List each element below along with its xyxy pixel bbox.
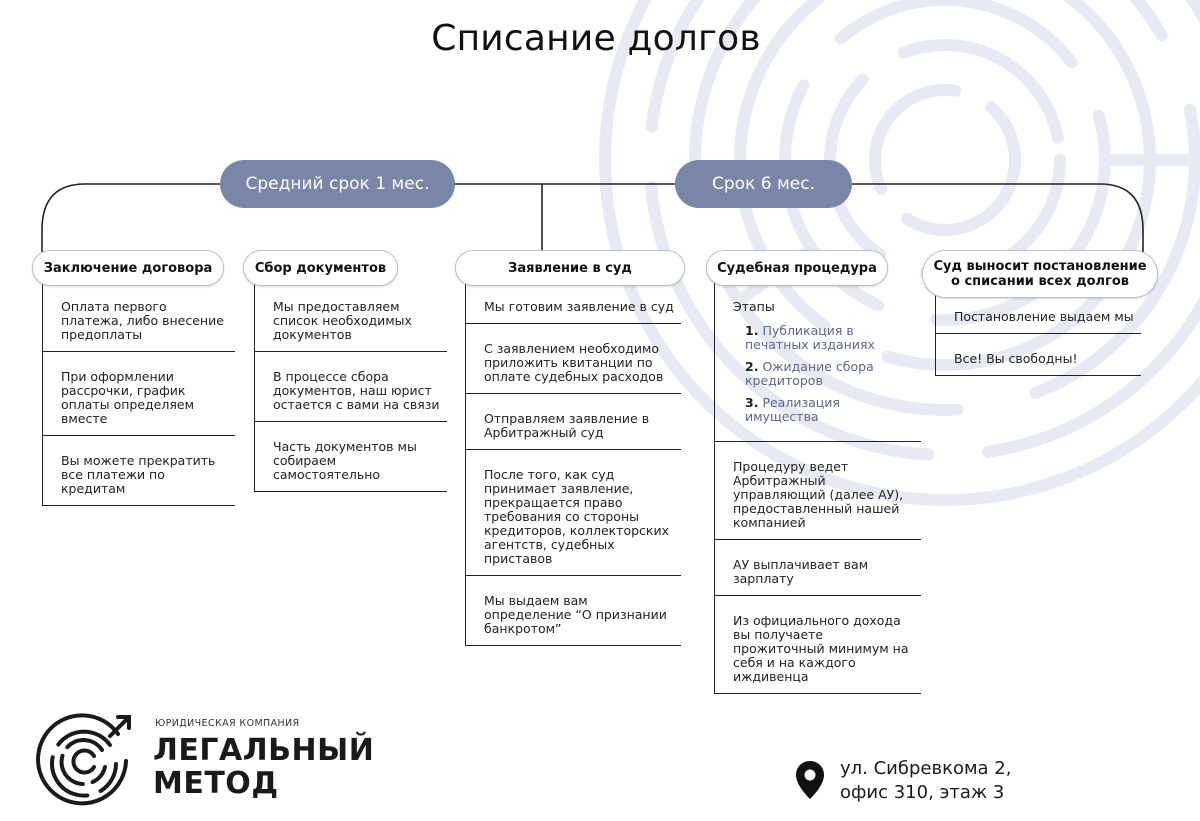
duration-pill-left: Средний срок 1 мес. <box>220 160 455 208</box>
stage-header-court-decision: Суд выносит постановление о списании все… <box>922 250 1158 298</box>
stage-text: Публикация в печатных изданиях <box>745 323 875 352</box>
stage-header-label: Суд выносит постановление о списании все… <box>933 259 1147 289</box>
stage-item: 1. Публикация в печатных изданиях <box>745 324 915 352</box>
stage-text: Реализация имущества <box>745 395 840 424</box>
list-item: Процедуру ведет Арбитражный управляющий … <box>715 442 921 540</box>
stage-header-label: Судебная процедура <box>717 260 877 276</box>
company-name-line2: МЕТОД <box>153 766 279 801</box>
list-item: Постановление выдаем мы <box>936 292 1141 334</box>
address-line1: ул. Сибревкома 2, <box>840 758 1012 779</box>
stage-header-court-application: Заявление в суд <box>455 250 685 286</box>
stage-header-label: Заключение договора <box>43 260 213 276</box>
column-court-decision: Постановление выдаем мы Все! Вы свободны… <box>935 292 1141 376</box>
stages-title: Этапы <box>733 299 775 314</box>
list-item: Мы готовим заявление в суд <box>466 282 681 324</box>
list-item: При оформлении рассрочки, график оплаты … <box>43 352 235 436</box>
list-item: Мы предоставляем список необходимых доку… <box>255 282 447 352</box>
duration-pill-right: Срок 6 мес. <box>675 160 852 208</box>
company-caption: ЮРИДИЧЕСКАЯ КОМПАНИЯ <box>155 718 300 729</box>
list-item: Отправляем заявление в Арбитражный суд <box>466 394 681 450</box>
stage-number: 2. <box>745 359 759 374</box>
stage-header-court-procedure: Судебная процедура <box>706 250 888 286</box>
stage-header-contract: Заключение договора <box>32 250 224 286</box>
stage-header-label: Заявление в суд <box>508 260 632 276</box>
location-pin-icon <box>796 761 824 799</box>
list-item: Часть документов мы собираем самостоятел… <box>255 422 447 492</box>
duration-pill-left-label: Средний срок 1 мес. <box>245 174 430 194</box>
stage-item: 3. Реализация имущества <box>745 396 915 424</box>
list-item: С заявлением необходимо приложить квитан… <box>466 324 681 394</box>
stage-item: 2. Ожидание сбора кредиторов <box>745 360 915 388</box>
stage-number: 3. <box>745 395 759 410</box>
list-item: Вы можете прекратить все платежи по кред… <box>43 436 235 506</box>
list-item: В процессе сбора документов, наш юрист о… <box>255 352 447 422</box>
stage-text: Ожидание сбора кредиторов <box>745 359 874 388</box>
column-court-procedure: Этапы 1. Публикация в печатных изданиях … <box>714 282 921 694</box>
list-item: Все! Вы свободны! <box>936 334 1141 376</box>
stages-block: Этапы 1. Публикация в печатных изданиях … <box>715 282 921 442</box>
company-name: ЛЕГАЛЬНЫЙ МЕТОД <box>153 734 374 800</box>
duration-pill-right-label: Срок 6 мес. <box>712 174 815 194</box>
company-name-line1: ЛЕГАЛЬНЫЙ <box>153 733 375 768</box>
address: ул. Сибревкома 2, офис 310, этаж 3 <box>840 757 1011 805</box>
list-item: Из официального дохода вы получаете прож… <box>715 596 921 694</box>
stage-number: 1. <box>745 323 759 338</box>
address-line2: офис 310, этаж 3 <box>840 782 1005 803</box>
list-item: Мы выдаем вам определение “О признании б… <box>466 576 681 646</box>
list-item: После того, как суд принимает заявление,… <box>466 450 681 576</box>
column-documents: Мы предоставляем список необходимых доку… <box>254 282 447 492</box>
stage-header-documents: Сбор документов <box>243 250 398 286</box>
column-contract: Оплата первого платежа, либо внесение пр… <box>42 282 235 506</box>
list-item: АУ выплачивает вам зарплату <box>715 540 921 596</box>
page-title: Списание долгов <box>431 18 761 59</box>
list-item: Оплата первого платежа, либо внесение пр… <box>43 282 235 352</box>
column-court-application: Мы готовим заявление в суд С заявлением … <box>465 282 681 646</box>
maze-logo-icon <box>36 713 131 806</box>
stage-header-label: Сбор документов <box>254 260 387 276</box>
